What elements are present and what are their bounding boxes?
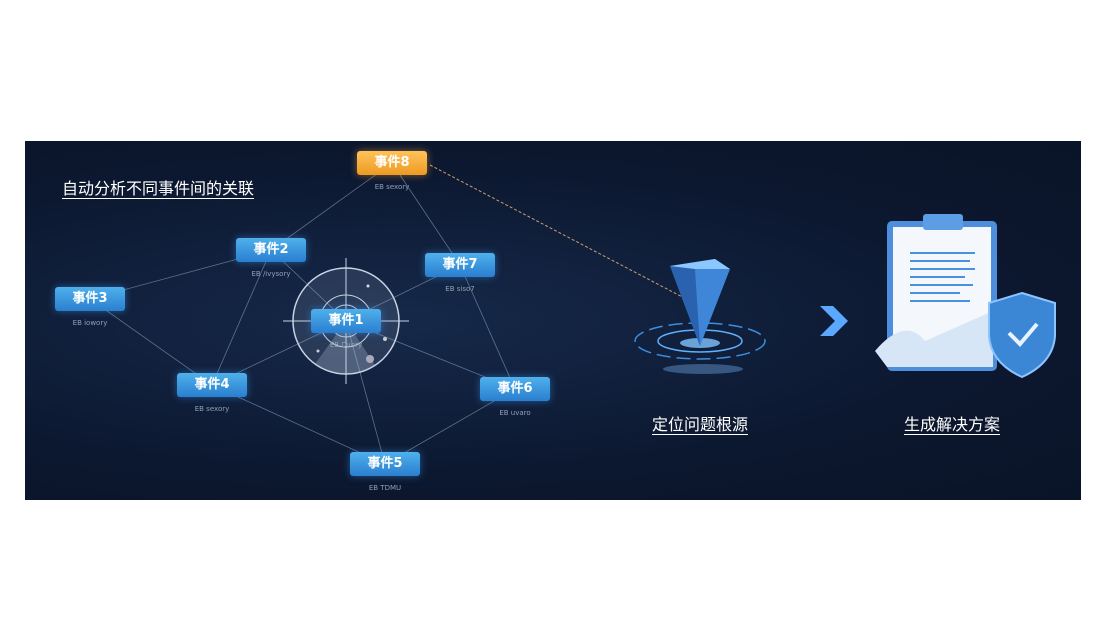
event-node-6-sub: EB uvaro [499, 409, 531, 417]
event-node-4-sub: EB sexory [194, 405, 230, 413]
event-node-8-sub: EB sexory [374, 183, 410, 191]
clipboard-icon [875, 214, 997, 371]
event-node-5: 事件5 [350, 452, 420, 476]
event-node-8: 事件8 [357, 151, 427, 175]
event-node-6: 事件6 [480, 377, 550, 401]
diagram-title: 自动分析不同事件间的关联 [62, 179, 255, 198]
event-node-7: 事件7 [425, 253, 495, 277]
event-node-4: 事件4 [177, 373, 247, 397]
edge-2-4 [211, 249, 272, 386]
edge-7-6 [459, 264, 516, 390]
generate-solution-label: 生成解决方案 [903, 415, 1000, 434]
locate-root-cause-label: 定位问题根源 [651, 415, 748, 434]
shield-check-icon [988, 291, 1056, 379]
edge-4-5 [211, 384, 386, 465]
event-node-3: 事件3 [55, 287, 125, 311]
edge-8-2 [270, 162, 393, 251]
edge-8-7 [391, 162, 461, 266]
event-node-5-sub: EB TDMU [368, 484, 402, 492]
event-node-3-sub: EB iowory [72, 319, 108, 327]
event-node-7-sub: EB siso7 [445, 285, 475, 293]
edge-1-5 [345, 320, 386, 465]
event-node-2-sub: EB /ivysory [251, 270, 291, 278]
edge-6-5 [384, 388, 516, 465]
event-node-1-sub: EB Dvory [329, 341, 363, 349]
event-node-2: 事件2 [236, 238, 306, 262]
location-pin-icon [634, 259, 766, 374]
dashed-link [429, 164, 691, 302]
edge-3-4 [89, 298, 213, 386]
event-node-1: 事件1 [311, 309, 381, 333]
chevron-right-icon [820, 306, 848, 336]
diagram-panel: 自动分析不同事件间的关联 事件8 EB sexory 事件2 EB /ivyso… [25, 141, 1081, 500]
